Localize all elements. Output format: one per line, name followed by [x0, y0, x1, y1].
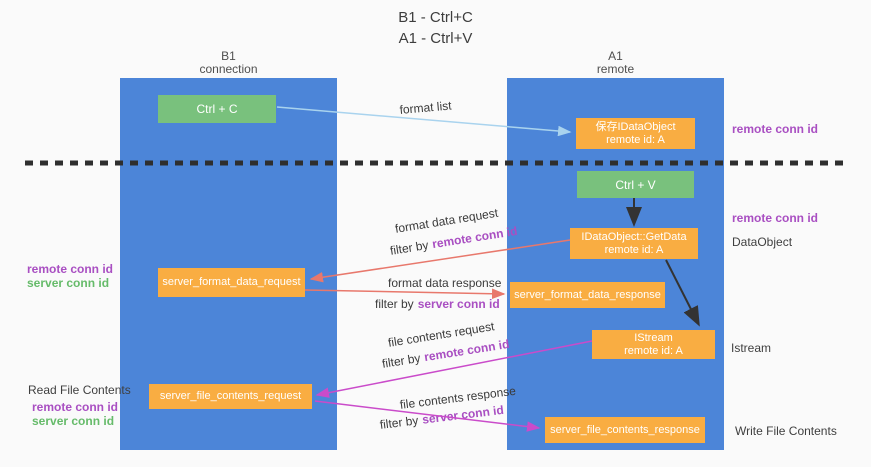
dataobject-note: DataObject: [732, 235, 793, 249]
save-dataobject-line2: remote id: A: [606, 133, 665, 146]
istream-line1: IStream: [634, 331, 673, 344]
server-file-contents-request-node: server_file_contents_request: [149, 384, 312, 409]
server-file-contents-request-label: server_file_contents_request: [159, 390, 302, 402]
format-data-response-label: format data response: [388, 276, 502, 290]
save-dataobject-node: 保存IDataObject remote id: A: [576, 118, 695, 149]
ctrl-c-label: Ctrl + C: [196, 102, 238, 116]
remote-conn-id-note-top: remote conn id: [732, 122, 819, 136]
ctrl-v-label: Ctrl + V: [615, 177, 656, 192]
remote-conn-id-note-mid: remote conn id: [732, 211, 819, 225]
ctrl-v-node: Ctrl + V: [577, 171, 694, 198]
left-lane-role: connection: [199, 62, 258, 76]
remote-conn-id-note-left-1: remote conn id: [27, 262, 114, 276]
format-list-label: format list: [399, 98, 453, 117]
server-conn-id-text: server conn id: [417, 297, 500, 311]
left-conn-ids-2: remote conn id server conn id: [32, 400, 119, 428]
filter-by-server-1: filter by server conn id: [375, 297, 500, 311]
istream-line2: remote id: A: [624, 344, 683, 357]
right-lane-role: remote: [596, 62, 635, 76]
right-lane-name: A1: [608, 49, 623, 63]
right-lane-header: A1 remote: [507, 50, 724, 76]
getdata-node: IDataObject::GetData remote id: A: [570, 228, 698, 259]
server-format-data-request-node: server_format_data_request: [158, 268, 305, 297]
title-line-2: A1 - Ctrl+V: [398, 30, 473, 47]
left-conn-ids-1: remote conn id server conn id: [27, 262, 114, 290]
server-file-contents-response-label: server_file_contents_response: [550, 423, 700, 436]
server-format-data-response-label: server_format_data_response: [514, 288, 661, 301]
remote-conn-id-note-left-2: remote conn id: [32, 400, 119, 414]
filter-by-server-2: filter by server conn id: [379, 403, 504, 432]
filter-by-text: filter by: [375, 297, 414, 311]
title-line-1: B1 - Ctrl+C: [398, 9, 473, 26]
save-dataobject-line1: 保存IDataObject: [595, 120, 676, 133]
istream-note: Istream: [731, 341, 772, 355]
istream-node: IStream remote id: A: [592, 330, 715, 359]
diagram-title: B1 - Ctrl+C A1 - Ctrl+V: [0, 7, 871, 49]
left-lane-name: B1: [221, 49, 236, 63]
ctrl-c-node: Ctrl + C: [158, 95, 276, 123]
left-lane-header: B1 connection: [120, 50, 337, 76]
getdata-line2: remote id: A: [604, 243, 664, 256]
write-file-contents-note: Write File Contents: [735, 424, 837, 438]
getdata-line1: IDataObject::GetData: [581, 230, 687, 243]
filter-by-text: filter by: [379, 413, 420, 432]
server-conn-id-note-left-1: server conn id: [27, 276, 110, 290]
server-conn-id-note-left-2: server conn id: [32, 414, 115, 428]
server-format-data-response-node: server_format_data_response: [510, 282, 665, 308]
filter-by-text: filter by: [381, 350, 422, 371]
server-format-data-request-label: server_format_data_request: [162, 276, 301, 288]
read-file-contents-note: Read File Contents: [28, 383, 131, 397]
server-file-contents-response-node: server_file_contents_response: [545, 417, 705, 443]
filter-by-text: filter by: [389, 237, 430, 258]
